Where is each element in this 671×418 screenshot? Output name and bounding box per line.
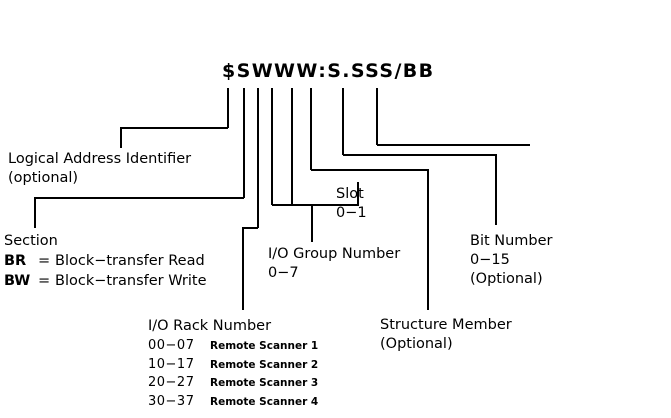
io-rack-row: 10−17 Remote Scanner 2 bbox=[148, 356, 318, 375]
io-rack-title: I/O Rack Number bbox=[148, 318, 272, 334]
bit-number-title: Bit Number bbox=[470, 233, 553, 249]
io-rack-range: 00−07 bbox=[148, 338, 195, 353]
section-row: BW = Block−transfer Write bbox=[4, 271, 207, 291]
io-rack-range: 30−37 bbox=[148, 393, 195, 409]
section-code: BW bbox=[4, 273, 31, 289]
slot-range: 0−1 bbox=[336, 205, 367, 221]
callout-io-rack-number: I/O Rack Number 00−07 Remote Scanner 1 1… bbox=[148, 316, 318, 411]
section-description: Block−transfer Write bbox=[55, 273, 207, 289]
bit-number-range: 0−15 bbox=[470, 252, 510, 268]
io-rack-range: 10−17 bbox=[148, 356, 195, 372]
io-rack-scanner: Remote Scanner 1 bbox=[210, 340, 319, 352]
leader-io-group bbox=[272, 204, 313, 242]
io-rack-scanner: Remote Scanner 3 bbox=[210, 377, 319, 389]
callout-structure-member: Structure Member (Optional) bbox=[380, 316, 512, 354]
section-code: BR bbox=[4, 253, 27, 269]
logical-address-note: (optional) bbox=[8, 170, 79, 186]
callout-slot: Slot 0−1 bbox=[336, 185, 367, 223]
section-row: BR = Block−transfer Read bbox=[4, 251, 207, 271]
leader-structure-member bbox=[311, 169, 429, 310]
io-rack-scanner: Remote Scanner 2 bbox=[210, 358, 319, 371]
structure-member-title: Structure Member bbox=[380, 317, 512, 333]
section-equals: = bbox=[38, 253, 51, 269]
callout-section: Section BR = Block−transfer Read BW = Bl… bbox=[4, 232, 207, 291]
callout-logical-address: Logical Address Identifier (optional) bbox=[8, 150, 191, 188]
leader-bit-number bbox=[343, 154, 497, 225]
io-rack-scanner: Remote Scanner 4 bbox=[210, 395, 319, 408]
structure-member-note: (Optional) bbox=[380, 336, 453, 352]
io-rack-row: 00−07 Remote Scanner 1 bbox=[148, 337, 318, 356]
address-format-string: $SWWW:S.SSS/BB bbox=[222, 60, 435, 82]
section-description: Block−transfer Read bbox=[55, 253, 205, 269]
section-title: Section bbox=[4, 233, 58, 249]
slot-title: Slot bbox=[336, 186, 364, 202]
io-rack-row: 20−27 Remote Scanner 3 bbox=[148, 374, 318, 393]
io-rack-range: 20−27 bbox=[148, 375, 195, 390]
callout-bit-number: Bit Number 0−15 (Optional) bbox=[470, 232, 553, 289]
io-group-range: 0−7 bbox=[268, 265, 299, 281]
bit-number-note: (Optional) bbox=[470, 271, 543, 287]
callout-io-group-number: I/O Group Number 0−7 bbox=[268, 245, 400, 283]
io-group-title: I/O Group Number bbox=[268, 246, 401, 262]
leader-io-rack bbox=[242, 227, 258, 310]
leader-logical-address bbox=[120, 127, 228, 148]
io-rack-row: 30−37 Remote Scanner 4 bbox=[148, 393, 318, 412]
leader-section bbox=[34, 197, 244, 228]
section-equals: = bbox=[38, 273, 51, 289]
leader-slot bbox=[292, 182, 359, 206]
logical-address-title: Logical Address Identifier bbox=[8, 151, 192, 167]
